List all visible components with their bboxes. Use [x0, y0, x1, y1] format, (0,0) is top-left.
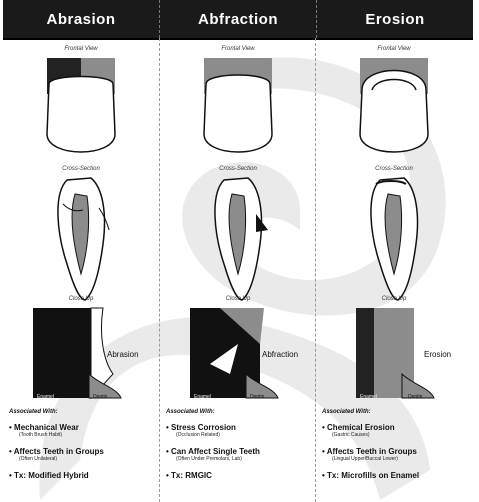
column-abrasion: Frontal View Cross-Section Close Up Abra…	[3, 38, 159, 502]
small-label-dentin: Dentin	[250, 394, 264, 400]
column-abfraction: Frontal View Cross-Section Close Up Abfr…	[159, 38, 316, 502]
bullet-main: Affects Teeth in Groups	[9, 447, 157, 456]
small-label-dentin: Dentin	[93, 394, 107, 400]
caption-close-up: Close Up	[3, 296, 159, 302]
header-bar: Abrasion Abfraction Erosion	[3, 0, 473, 40]
bullet-sub: (Occlusion Related)	[166, 432, 314, 438]
bullet-item: Affects Teeth in Groups (Often Unilatera…	[9, 447, 157, 462]
bullet-main: Can Affect Single Teeth	[166, 447, 314, 456]
caption-cross-section: Cross-Section	[3, 166, 159, 172]
caption-frontal-view: Frontal View	[316, 46, 472, 52]
bullet-main: Stress Corrosion	[166, 423, 314, 432]
bullet-sub: (Often Unilateral)	[9, 456, 157, 462]
associated-with-label: Associated With:	[9, 409, 58, 415]
frontal-tooth-figure	[160, 54, 316, 164]
title-erosion: Erosion	[317, 0, 473, 38]
title-abrasion: Abrasion	[3, 0, 159, 38]
caption-frontal-view: Frontal View	[160, 46, 316, 52]
bullet-item: Mechanical Wear (Tooth Brush Habit)	[9, 423, 157, 438]
small-label-enamel: Enamel	[360, 394, 377, 400]
side-label-abfraction: Abfraction	[262, 350, 298, 359]
associated-with-label: Associated With:	[166, 409, 215, 415]
small-label-enamel: Enamel	[194, 394, 211, 400]
cross-section-figure	[316, 174, 472, 304]
bullet-sub: (Lingual Upper/Buccal Lower)	[322, 456, 470, 462]
bullet-sub: (Gastric Causes)	[322, 432, 470, 438]
caption-cross-section: Cross-Section	[316, 166, 472, 172]
bullet-main: Tx: RMGIC	[166, 471, 314, 480]
bullet-item: Stress Corrosion (Occlusion Related)	[166, 423, 314, 438]
side-label-erosion: Erosion	[424, 350, 451, 359]
bullet-main: Tx: Modified Hybrid	[9, 471, 157, 480]
bullet-main: Tx: Microfills on Enamel	[322, 471, 470, 480]
bullet-sub: (Tooth Brush Habit)	[9, 432, 157, 438]
cross-section-figure	[160, 174, 316, 304]
bullet-list: Chemical Erosion (Gastric Causes) Affect…	[322, 423, 470, 489]
caption-close-up: Close Up	[160, 296, 316, 302]
cross-section-figure	[3, 174, 159, 304]
frontal-tooth-figure	[316, 54, 472, 164]
caption-frontal-view: Frontal View	[3, 46, 159, 52]
small-label-dentin: Dentin	[408, 394, 422, 400]
title-abfraction: Abfraction	[159, 0, 317, 38]
bullet-sub: (Often Under Premolars, Lab)	[166, 456, 314, 462]
side-label-abrasion: Abrasion	[107, 350, 139, 359]
bullet-main: Mechanical Wear	[9, 423, 157, 432]
bullet-main: Chemical Erosion	[322, 423, 470, 432]
associated-with-label: Associated With:	[322, 409, 371, 415]
column-erosion: Frontal View Cross-Section Close Up Eros…	[315, 38, 472, 502]
bullet-list: Mechanical Wear (Tooth Brush Habit) Affe…	[9, 423, 157, 489]
bullet-item: Tx: RMGIC	[166, 471, 314, 480]
bullet-item: Can Affect Single Teeth (Often Under Pre…	[166, 447, 314, 462]
small-label-enamel: Enamel	[37, 394, 54, 400]
caption-cross-section: Cross-Section	[160, 166, 316, 172]
bullet-item: Affects Teeth in Groups (Lingual Upper/B…	[322, 447, 470, 462]
bullet-item: Chemical Erosion (Gastric Causes)	[322, 423, 470, 438]
frontal-tooth-figure	[3, 54, 159, 164]
bullet-list: Stress Corrosion (Occlusion Related) Can…	[166, 423, 314, 489]
bullet-main: Affects Teeth in Groups	[322, 447, 470, 456]
caption-close-up: Close Up	[316, 296, 472, 302]
bullet-item: Tx: Microfills on Enamel	[322, 471, 470, 480]
bullet-item: Tx: Modified Hybrid	[9, 471, 157, 480]
